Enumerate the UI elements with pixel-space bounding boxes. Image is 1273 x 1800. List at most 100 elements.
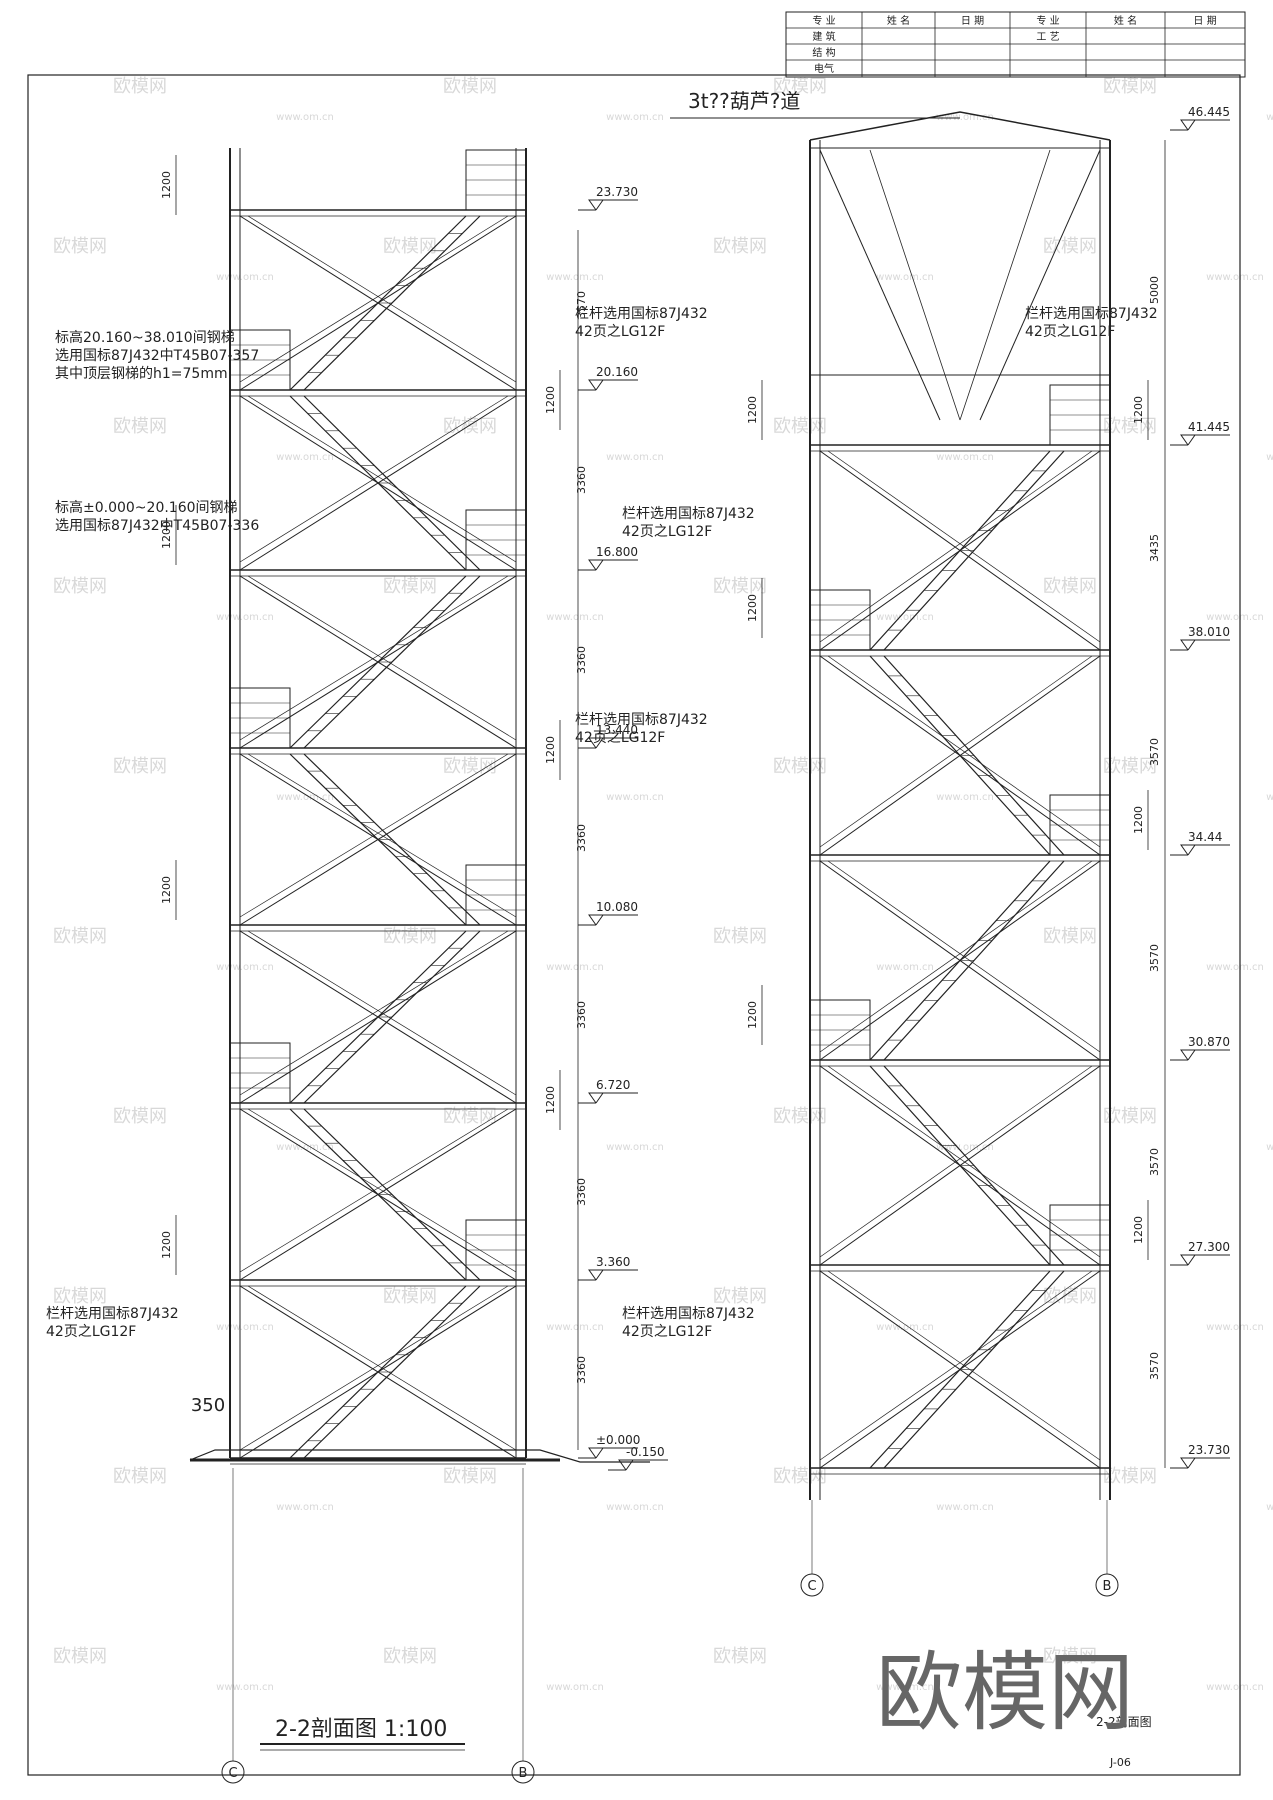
level-value: 13.440 xyxy=(596,723,638,737)
level-value: 27.300 xyxy=(1188,1240,1230,1254)
level-value: 3.360 xyxy=(596,1255,630,1269)
watermark-brand: 欧模网 xyxy=(53,576,107,597)
watermark-brand: 欧模网 xyxy=(773,1466,827,1487)
watermark-url: www.om.cn xyxy=(1206,962,1264,973)
watermark-url: www.om.cn xyxy=(1266,1142,1273,1153)
right-section-header: 3t??葫芦?道 xyxy=(688,89,800,113)
level-marker-triangle xyxy=(588,199,604,211)
callout-note: 42页之LG12F xyxy=(1025,324,1115,340)
x-brace xyxy=(827,1065,1101,1258)
watermark-url: www.om.cn xyxy=(546,272,604,283)
landing-height: 1200 xyxy=(160,1231,173,1259)
watermark-brand: 欧模网 xyxy=(443,756,497,777)
watermark-brand: 欧模网 xyxy=(713,576,767,597)
callout-note: 栏杆选用国标87J432 xyxy=(622,1306,755,1322)
watermark-brand: 欧模网 xyxy=(383,576,437,597)
title-block-header: 姓 名 xyxy=(887,14,910,27)
watermark-url: www.om.cn xyxy=(216,612,274,623)
level-value: -0.150 xyxy=(626,1445,665,1459)
watermark-url: www.om.cn xyxy=(1206,1682,1264,1693)
callout-note: 42页之LG12F xyxy=(622,1324,712,1340)
landing-height: 1200 xyxy=(160,171,173,199)
watermark-brand: 欧模网 xyxy=(383,236,437,257)
watermark-brand: 欧模网 xyxy=(383,1286,437,1307)
roof-diagonal xyxy=(819,149,941,421)
watermark-url: www.om.cn xyxy=(216,1682,274,1693)
watermark-brand: 欧模网 xyxy=(1103,416,1157,437)
watermark-url: www.om.cn xyxy=(936,792,994,803)
watermark-brand: 欧模网 xyxy=(1103,1466,1157,1487)
watermark-url: www.om.cn xyxy=(606,792,664,803)
watermark-brand: 欧模网 xyxy=(113,1106,167,1127)
watermark-url: www.om.cn xyxy=(546,1682,604,1693)
watermark-brand: 欧模网 xyxy=(1103,1106,1157,1127)
level-value: 46.445 xyxy=(1188,105,1230,119)
callout-note: 42页之LG12F xyxy=(622,524,712,540)
callout-note: 选用国标87J432中T45B07-336 xyxy=(55,518,259,534)
landing-height: 1200 xyxy=(1132,1216,1145,1244)
x-brace xyxy=(247,395,517,563)
watermark-brand: 欧模网 xyxy=(383,926,437,947)
level-value: 41.445 xyxy=(1188,420,1230,434)
level-value: 23.730 xyxy=(596,185,638,199)
watermark-url: www.om.cn xyxy=(216,1322,274,1333)
watermark-layer: 欧模网 www.om.cn 欧模网 www.om.cn 欧模网 www.om.cn 欧模网 w… xyxy=(53,76,1273,1693)
callout-note: 标高20.160~38.010间钢梯 xyxy=(55,329,235,346)
title-block-header: 日 期 xyxy=(1193,15,1216,27)
watermark-brand: 欧模网 xyxy=(773,756,827,777)
watermark-brand: 欧模网 xyxy=(1043,926,1097,947)
title-block-header: 专 业 xyxy=(812,14,835,27)
watermark-brand: 欧模网 xyxy=(1043,1286,1097,1307)
callout-note: 42页之LG12F xyxy=(575,324,665,340)
span-dimension: 3360 xyxy=(575,646,588,674)
watermark-brand: 欧模网 xyxy=(113,1466,167,1487)
level-value: 23.730 xyxy=(1188,1443,1230,1457)
x-brace xyxy=(827,655,1101,848)
callout-note: 栏杆选用国标87J432 xyxy=(1025,306,1158,322)
level-marker-triangle xyxy=(588,1447,604,1459)
title-block-header: 日 期 xyxy=(961,15,984,27)
roof-diagonal xyxy=(979,149,1101,421)
callout-note: 栏杆选用国标87J432 xyxy=(575,712,708,728)
watermark-url: www.om.cn xyxy=(606,1502,664,1513)
dimension-350: 350 xyxy=(191,1395,225,1416)
watermark-url: www.om.cn xyxy=(546,612,604,623)
x-brace xyxy=(819,1270,1093,1461)
span-dimension: 3360 xyxy=(575,824,588,852)
span-dimension: 3570 xyxy=(1148,1148,1161,1176)
watermark-brand: 欧模网 xyxy=(1043,236,1097,257)
x-brace xyxy=(239,575,509,741)
left-section: 23.73020.16016.80013.44010.0806.7203.360… xyxy=(46,148,708,1784)
watermark-url: www.om.cn xyxy=(876,612,934,623)
watermark-brand: 欧模网 xyxy=(713,236,767,257)
x-brace xyxy=(819,860,1093,1053)
watermark-url: www.om.cn xyxy=(936,1142,994,1153)
watermark-brand: 欧模网 xyxy=(443,76,497,97)
top-platform-railing xyxy=(809,374,1111,446)
watermark-brand: 欧模网 xyxy=(773,76,827,97)
axis-label: B xyxy=(519,1766,528,1781)
level-value: 34.44 xyxy=(1188,830,1222,844)
watermark-brand: 欧模网 xyxy=(443,1466,497,1487)
watermark-url: www.om.cn xyxy=(1206,612,1264,623)
watermark-brand: 欧模网 xyxy=(713,926,767,947)
landing-height: 1200 xyxy=(544,1086,557,1114)
landing-height: 1200 xyxy=(746,594,759,622)
watermark-url: www.om.cn xyxy=(276,452,334,463)
x-brace xyxy=(239,930,509,1096)
axis-label: C xyxy=(228,1766,237,1781)
title-block-cell: 工 艺 xyxy=(1036,31,1059,43)
watermark-brand: 欧模网 xyxy=(113,76,167,97)
watermark-url: www.om.cn xyxy=(606,112,664,123)
level-marker-triangle xyxy=(1180,119,1196,131)
watermark-url: www.om.cn xyxy=(276,112,334,123)
x-brace xyxy=(819,450,1093,643)
watermark-url: www.om.cn xyxy=(1206,272,1264,283)
level-marker-triangle xyxy=(1180,1049,1196,1061)
watermark-url: www.om.cn xyxy=(876,1682,934,1693)
title-block-cell: 结 构 xyxy=(812,46,835,59)
span-dimension: 3360 xyxy=(575,1356,588,1384)
axis-label: C xyxy=(807,1579,816,1594)
level-marker-triangle xyxy=(1180,434,1196,446)
